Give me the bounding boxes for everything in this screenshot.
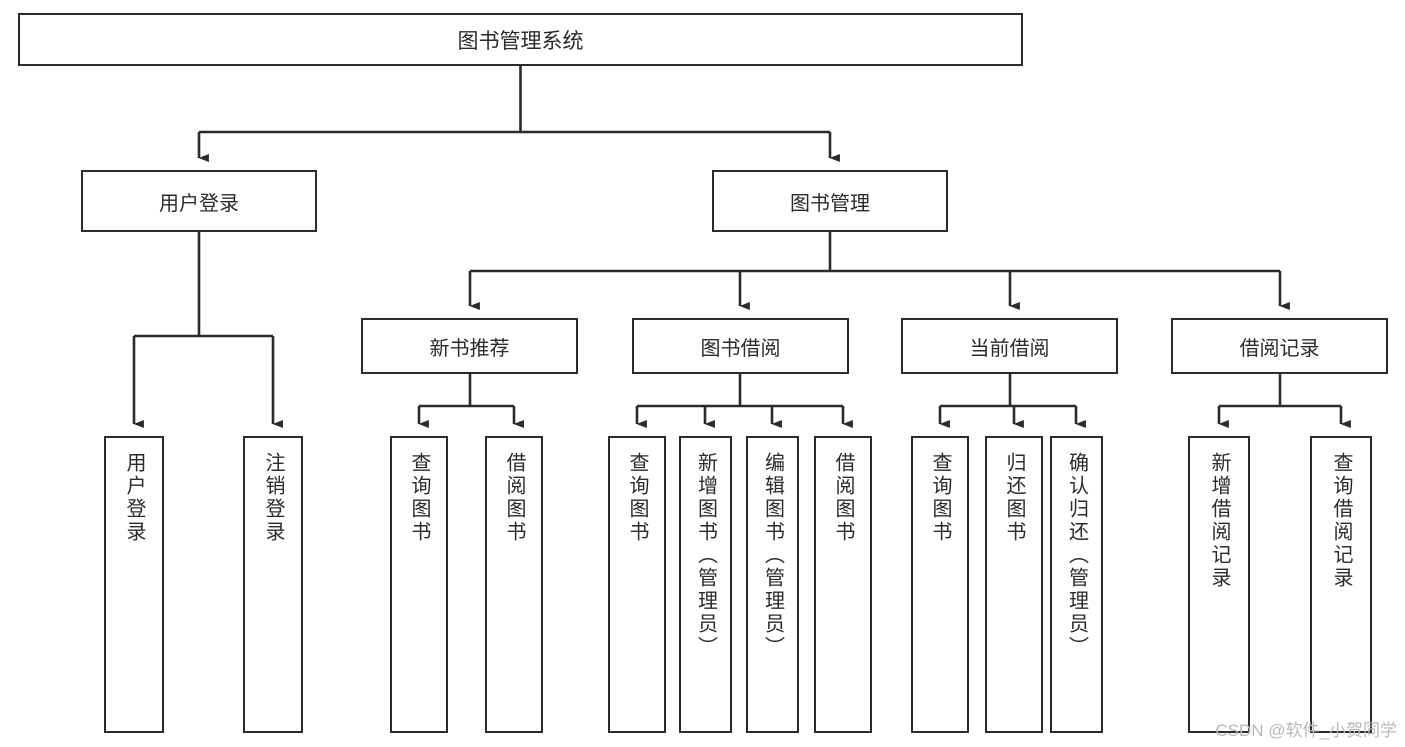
node-leaf-borrow-book[interactable]: 借阅图书 [814,436,872,733]
node-level1-user-login[interactable]: 用户登录 [81,170,317,232]
node-label: 确认归还（管理员） [1065,452,1088,659]
node-label: 借阅图书 [832,452,854,544]
node-leaf-borrow-book-rec[interactable]: 借阅图书 [485,436,543,733]
node-label: 查询借阅记录 [1330,452,1352,590]
node-leaf-query-book-current[interactable]: 查询图书 [911,436,969,733]
node-leaf-logout[interactable]: 注销登录 [243,436,303,733]
node-leaf-edit-book-admin[interactable]: 编辑图书（管理员） [746,436,799,733]
node-label: 编辑图书（管理员） [761,452,784,659]
node-label: 查询图书 [626,452,648,544]
node-leaf-add-book-admin[interactable]: 新增图书（管理员） [679,436,732,733]
node-label: 当前借阅 [969,337,1050,360]
node-leaf-user-login[interactable]: 用户登录 [104,436,164,733]
node-label: 查询图书 [408,452,430,544]
node-leaf-return-book[interactable]: 归还图书 [985,436,1043,733]
node-leaf-query-borrow-record[interactable]: 查询借阅记录 [1310,436,1372,733]
node-label: 用户登录 [159,192,239,215]
node-label: 用户登录 [123,452,145,544]
node-level2-borrow-record[interactable]: 借阅记录 [1171,318,1388,374]
node-leaf-query-book-borrow[interactable]: 查询图书 [608,436,666,733]
node-label: 借阅图书 [503,452,525,544]
node-level2-book-borrow[interactable]: 图书借阅 [632,318,849,374]
node-label: 图书管理 [790,192,870,215]
node-label: 图书管理系统 [457,29,584,53]
node-level2-current-borrow[interactable]: 当前借阅 [901,318,1118,374]
node-label: 新增图书（管理员） [694,452,717,659]
node-label: 新增借阅记录 [1208,452,1230,590]
node-leaf-confirm-return-admin[interactable]: 确认归还（管理员） [1050,436,1103,733]
node-leaf-add-borrow-record[interactable]: 新增借阅记录 [1188,436,1250,733]
node-level1-book-management[interactable]: 图书管理 [712,170,948,232]
node-leaf-query-book-rec[interactable]: 查询图书 [390,436,448,733]
node-level2-new-book-recommend[interactable]: 新书推荐 [361,318,578,374]
node-label: 新书推荐 [429,337,510,360]
node-label: 归还图书 [1003,452,1025,544]
watermark: CSDN @软件_小贺同学 [1215,721,1397,740]
node-root[interactable]: 图书管理系统 [18,13,1023,66]
node-label: 借阅记录 [1239,337,1320,360]
node-label: 查询图书 [929,452,951,544]
node-label: 图书借阅 [700,337,781,360]
node-label: 注销登录 [262,452,284,544]
